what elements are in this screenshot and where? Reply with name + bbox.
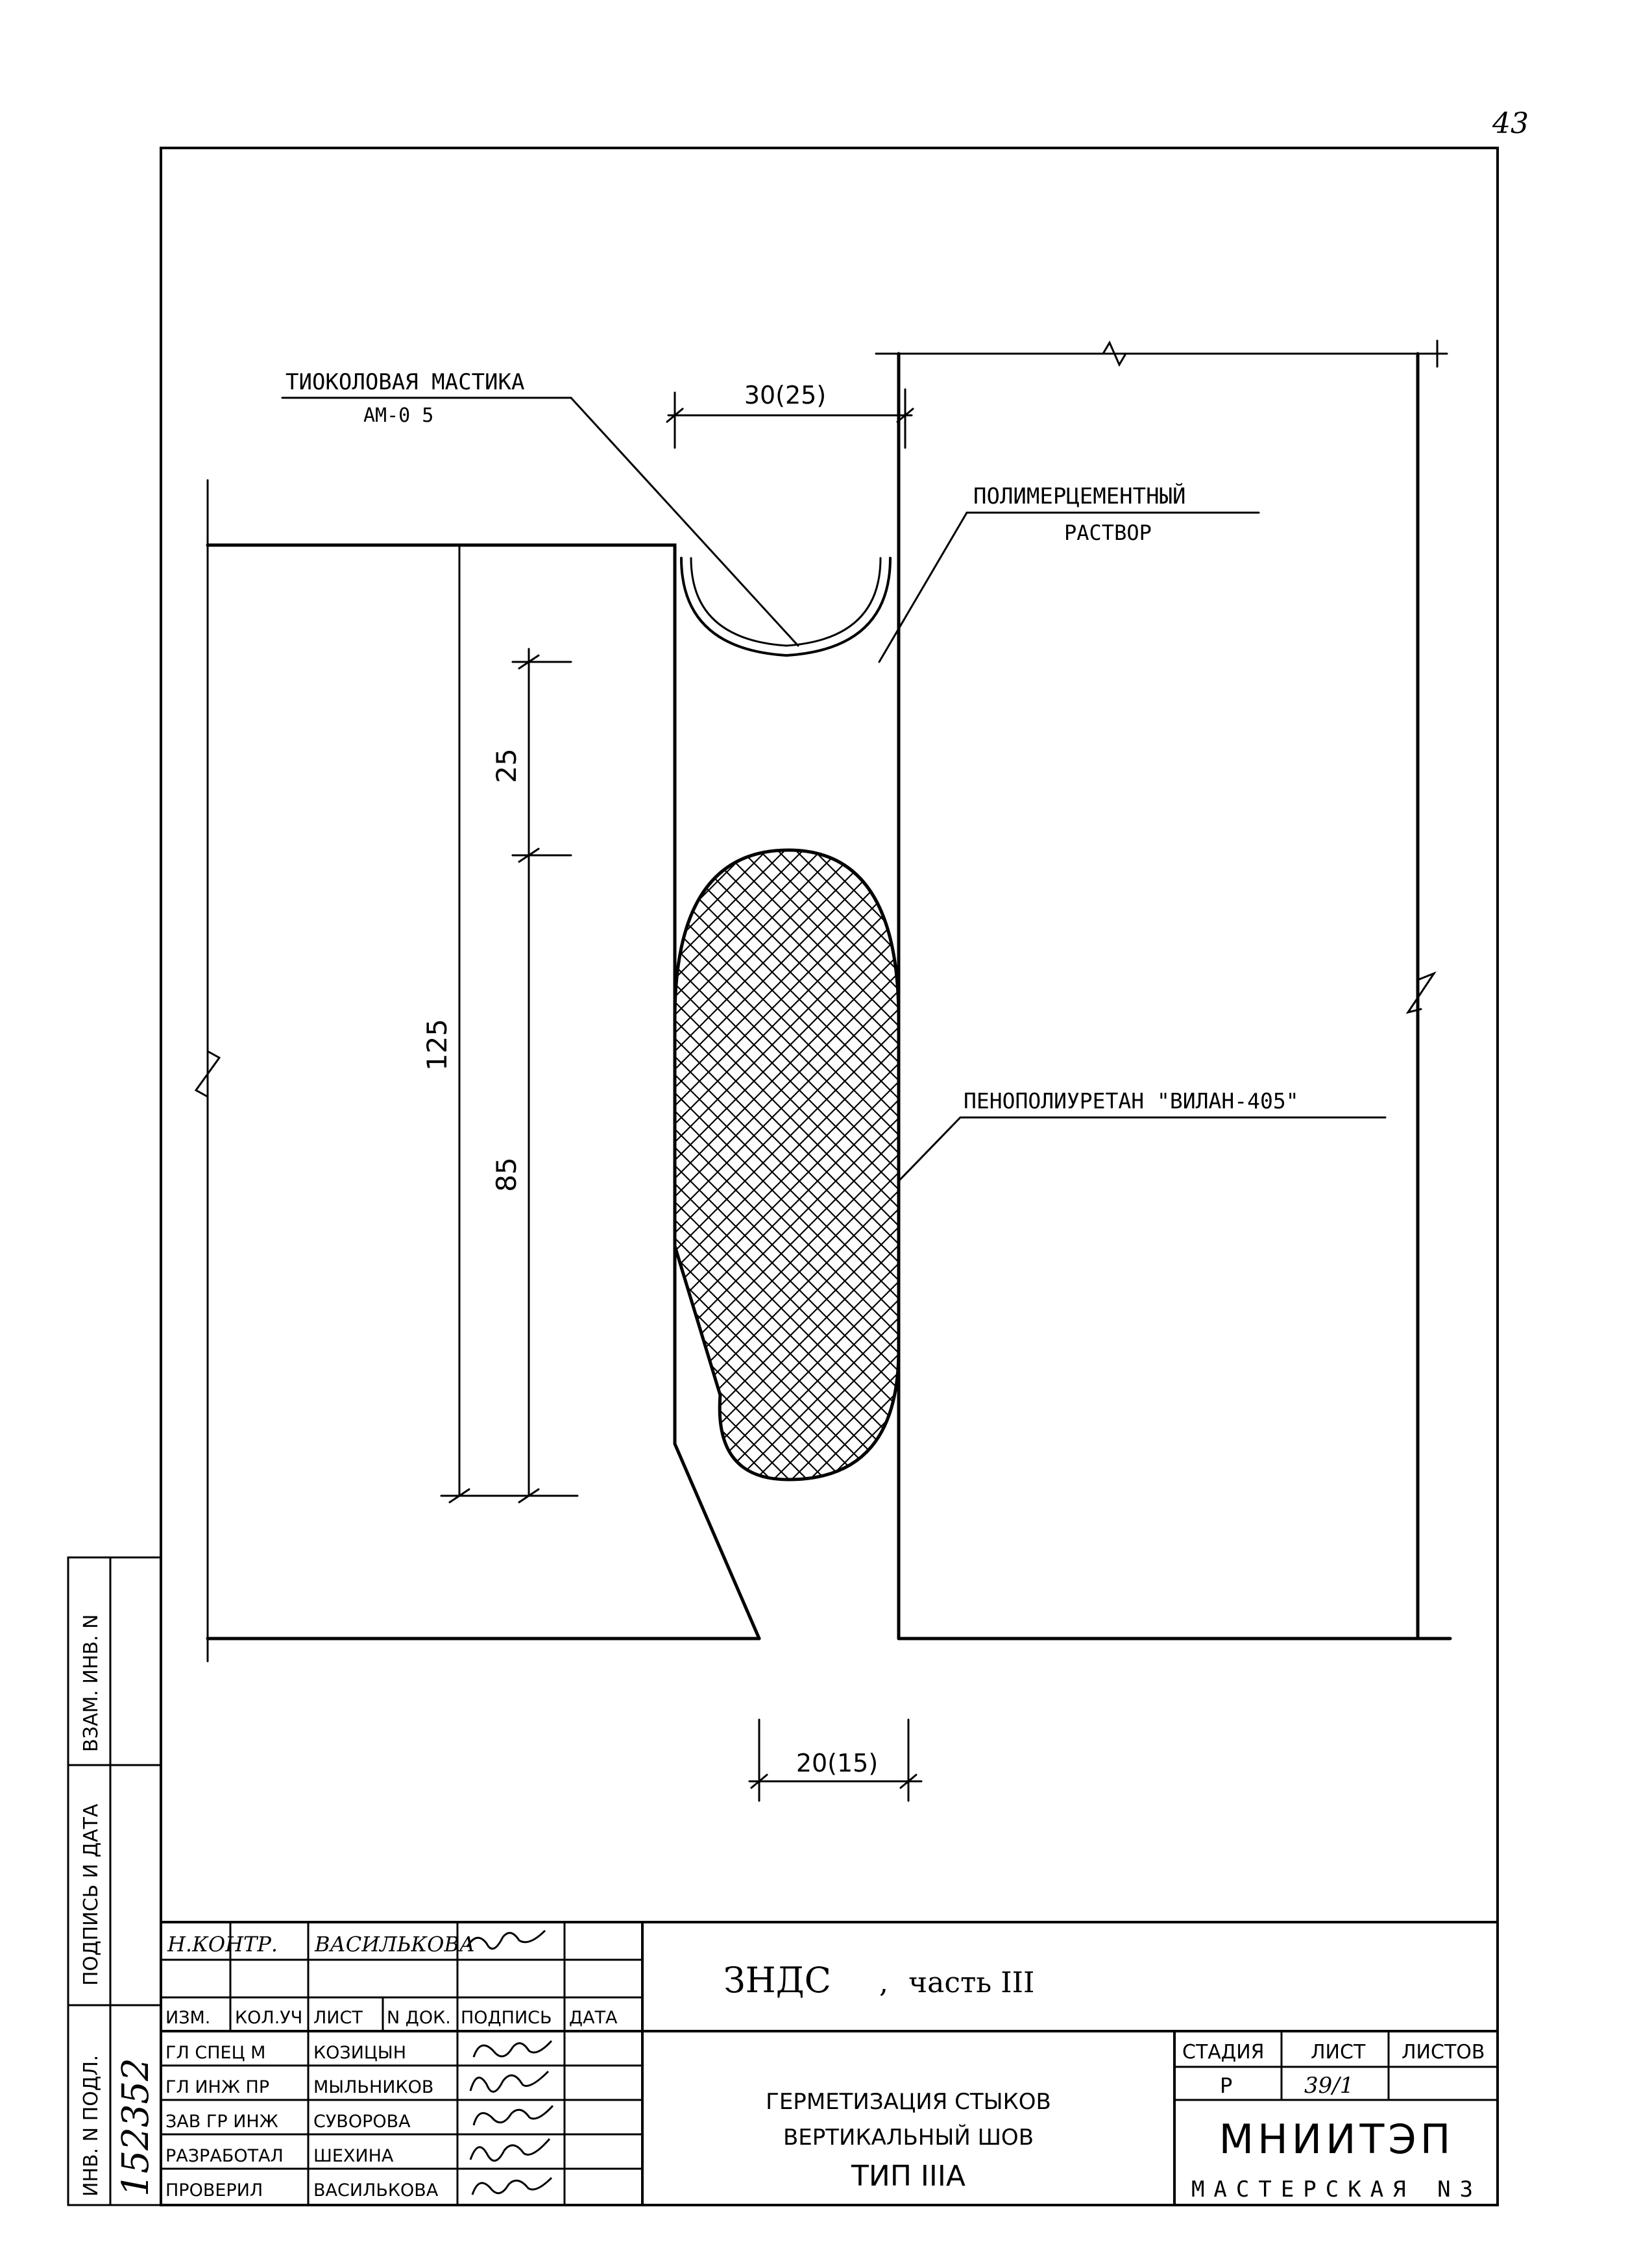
head-podpis: ПОДПИСЬ [461,2008,552,2028]
leader-mortar [878,511,968,663]
stamp-replace-inv: ВЗАМ. ИНВ. N [80,1615,103,1752]
dim-text-bottom-width: 20(15) [796,1749,878,1777]
workshop-name: МАСТЕРСКАЯ N3 [1191,2177,1482,2202]
head-n-dok: N ДОК. [387,2008,451,2028]
project-separator: , [879,1966,888,1999]
joint-section-drawing [194,339,1452,1802]
n-kontr-role: Н.КОНТР. [167,1932,278,1957]
stamp-inv-orig: ИНВ. N ПОДЛ. [80,2055,103,2197]
person-role: РАЗРАБОТАЛ [165,2146,284,2166]
head-izm: ИЗМ. [165,2008,210,2028]
person-role: ГЛ СПЕЦ М [165,2043,265,2063]
title-block [161,1921,1498,2205]
n-kontr-name: ВАСИЛЬКОВА [314,1932,475,1957]
dim-bot-tick-l [750,1774,768,1789]
label-thiokol-mastic: ТИОКОЛОВАЯ МАСТИКА [285,369,524,395]
stamp-sign-date: ПОДПИСЬ И ДАТА [80,1803,103,1986]
label-mortar: РАСТВОР [1064,520,1152,545]
leader-mastic [570,396,799,647]
sheets-label: ЛИСТОВ [1402,2041,1485,2064]
right-break-mark [1405,971,1437,1014]
stage-label: СТАДИЯ [1182,2041,1265,2064]
head-data: ДАТА [569,2008,618,2028]
page-number: 43 [1492,107,1529,140]
person-role: ГЛ ИНЖ ПР [165,2077,269,2097]
sheet-frame [160,147,1499,2206]
label-am05: АМ-0 5 [363,404,433,427]
head-kol-uch: КОЛ.УЧ [235,2008,302,2028]
dim-tick-3 [448,1488,470,1504]
n-kontr-signature [466,1929,546,1950]
stage-value: Р [1220,2073,1232,2098]
mastic-arc-outer [680,557,892,657]
dim-text-total-height: 125 [421,1019,453,1071]
leader-foam [897,1116,962,1182]
label-polymer-cement: ПОЛИМЕРЦЕМЕНТНЫЙ [973,483,1186,509]
person-name: СУВОРОВА [313,2112,411,2132]
side-stamp [67,1556,162,2206]
sheet-title-line-3: ТИП IIIА [851,2160,966,2193]
sheet-value: 39/1 [1304,2073,1354,2099]
head-list: ЛИСТ [313,2008,363,2028]
right-top-break-mark [1102,340,1127,367]
sheet-title-line-2: ВЕРТИКАЛЬНЫЙ ШОВ [783,2124,1034,2151]
mastic-arc-inner [690,557,882,647]
dim-tick-1 [518,654,540,670]
signatories: ГЛ СПЕЦ М КОЗИЦЫН ГЛ ИНЖ ПР МЫЛЬНИКОВ ЗА… [165,2043,439,2201]
person-role: ПРОВЕРИЛ [165,2180,263,2201]
dim-bot-tick-r [899,1774,917,1789]
person-name: ВАСИЛЬКОВА [313,2180,439,2201]
person-name: ШЕХИНА [313,2146,394,2166]
project-code: ЗНДС [723,1960,831,2001]
dim-top-tick-r [896,408,914,423]
sheet-title-line-1: ГЕРМЕТИЗАЦИЯ СТЫКОВ [766,2089,1051,2115]
dim-tick-4 [518,1488,540,1504]
project-part: часть III [908,1966,1034,1999]
label-foam: ПЕНОПОЛИУРЕТАН "ВИЛАН-405" [964,1088,1299,1114]
signature [472,2104,554,2126]
left-break-mark [194,1050,221,1098]
sheet-label: ЛИСТ [1311,2041,1366,2064]
signature [471,2177,553,2195]
handwritten-signatures [469,2040,554,2195]
dim-text-top-width: 30(25) [744,381,826,409]
person-role: ЗАВ ГР ИНЖ [165,2112,278,2132]
dim-text-upper: 25 [491,748,522,783]
signature [469,2070,550,2093]
dim-text-lower: 85 [491,1157,522,1191]
org-name: МНИИТЭП [1219,2116,1455,2163]
side-stamp-frame [67,1556,162,2206]
dim-tick-2 [518,847,540,863]
person-name: МЫЛЬНИКОВ [313,2077,433,2097]
dim-top-tick-l [666,408,684,423]
signature [469,2138,551,2162]
stamp-inv-handwritten: 152352 [115,2058,157,2197]
foam-gasket-hatch [675,850,899,1480]
signature [472,2040,553,2058]
person-name: КОЗИЦЫН [313,2043,406,2063]
